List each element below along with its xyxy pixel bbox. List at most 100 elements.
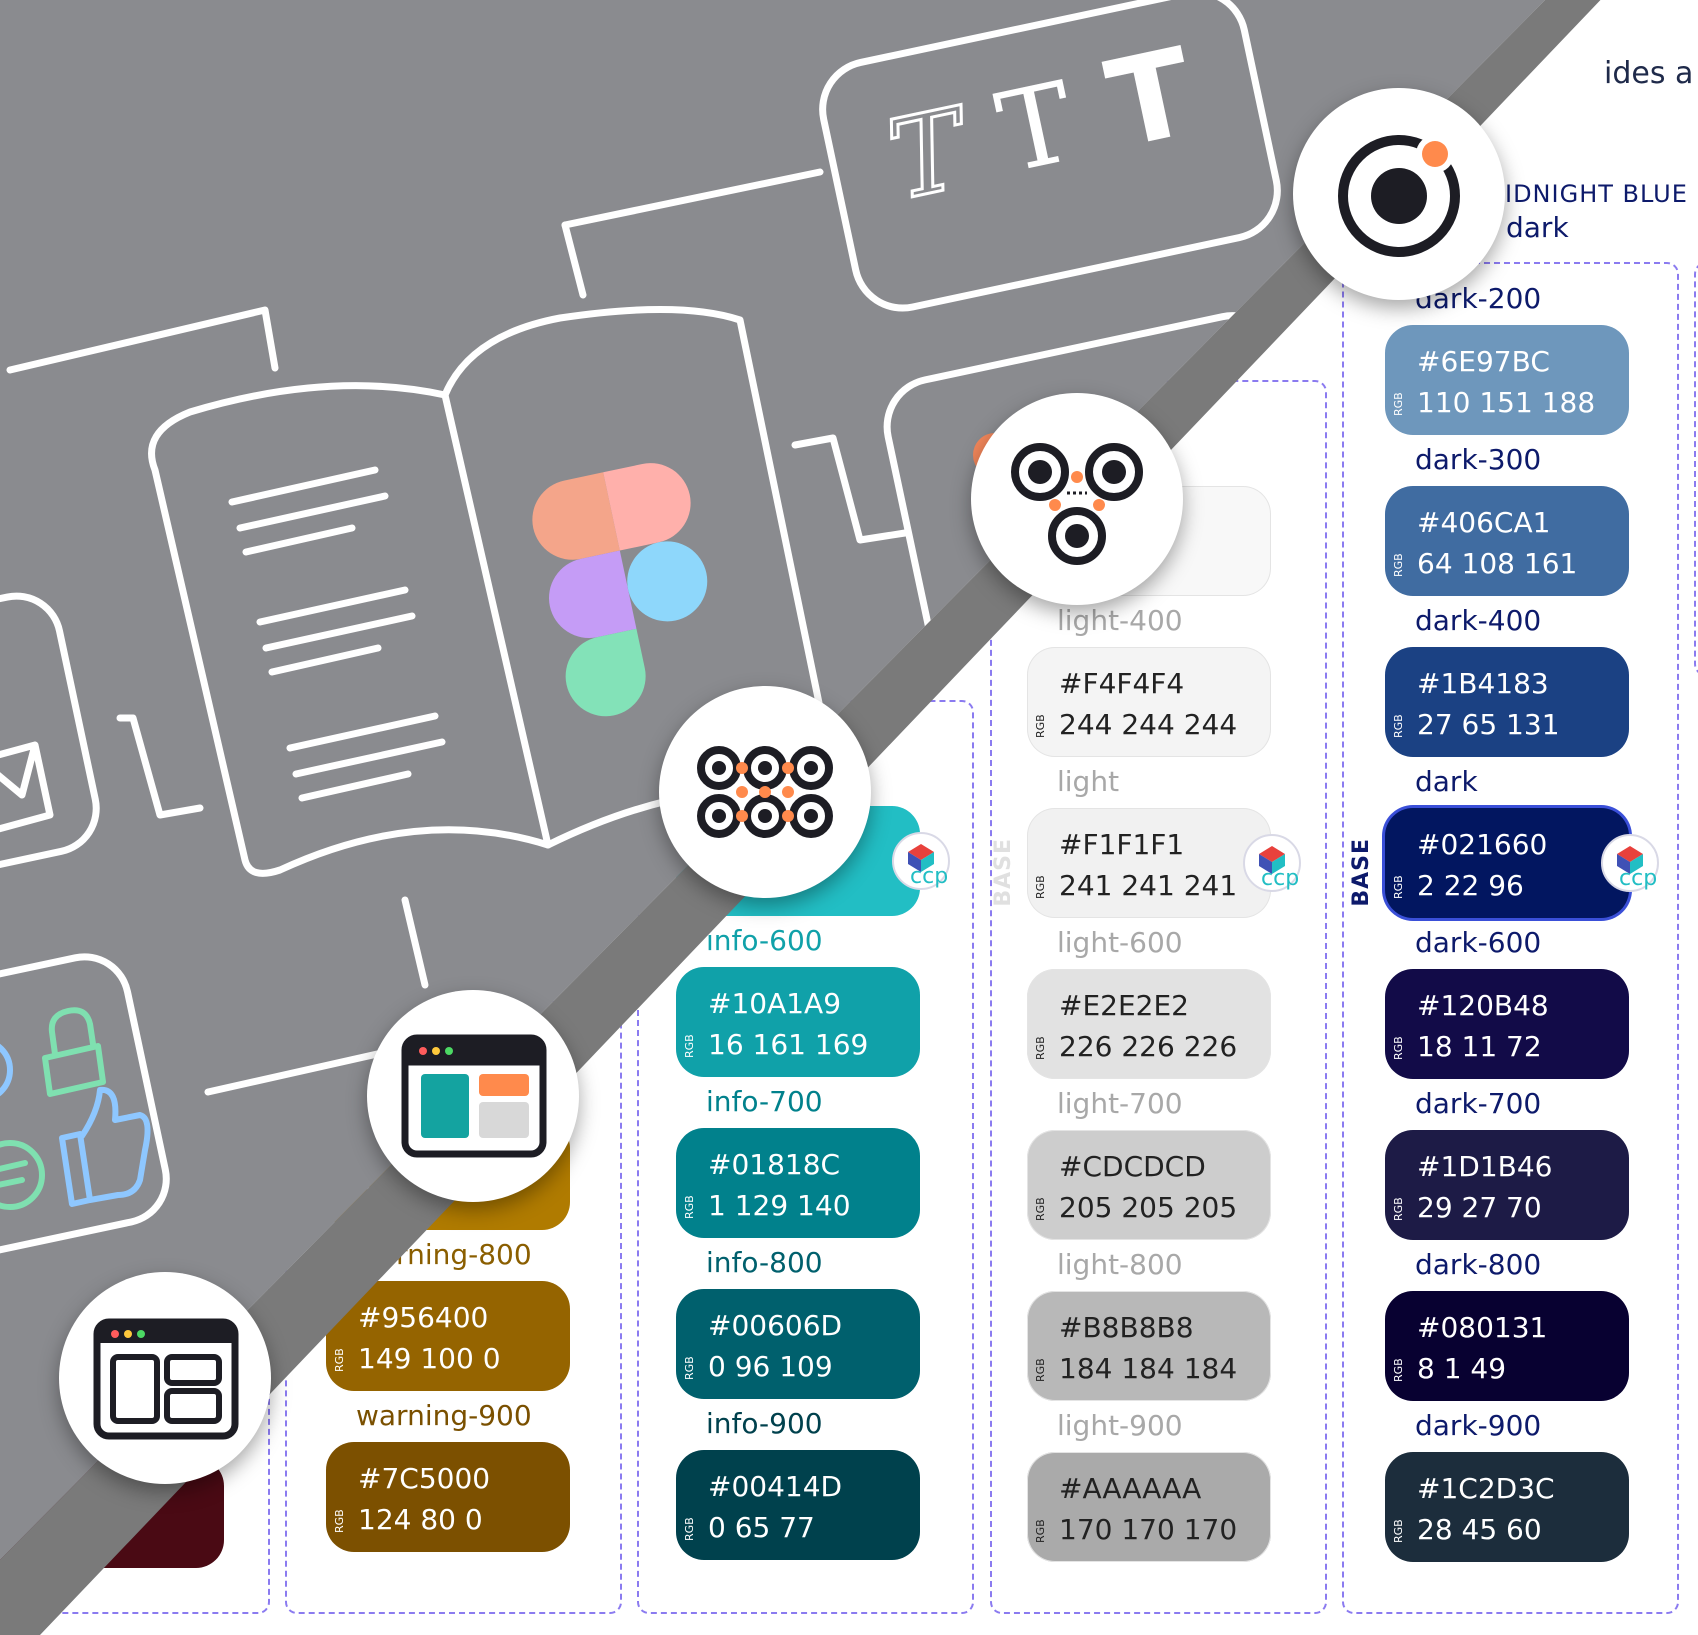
swatch-label-dark-700: dark-700 (1415, 1087, 1542, 1120)
swatch-hex: #6E97BC (1417, 345, 1550, 378)
swatch-hex: #1C2D3C (1417, 1472, 1555, 1505)
swatch-hex: #021660 (1417, 828, 1548, 861)
ccp-label: ccp (910, 864, 949, 889)
ccp-badge: ccp (1241, 832, 1303, 894)
swatch-rgb: 27 65 131 (1417, 708, 1560, 741)
swatch-hex: #080131 (1417, 1311, 1548, 1344)
swatch-hex: #F4F4F4 (1059, 667, 1185, 700)
swatch-label-dark-600: dark-600 (1415, 926, 1542, 959)
swatch-label-dark-900: dark-900 (1415, 1409, 1542, 1442)
swatch-label-light-700: light-700 (1057, 1087, 1183, 1120)
swatch-label-warning-900: warning-900 (356, 1399, 532, 1432)
swatch-rgb: 0 65 77 (708, 1511, 815, 1544)
swatch-hex: #00414D (708, 1470, 843, 1503)
swatch-hex: #00606D (708, 1309, 843, 1342)
swatch-label-info-900: info-900 (706, 1407, 823, 1440)
swatch-hex: #CDCDCD (1059, 1150, 1206, 1183)
group-title: IDNIGHT BLUE (1505, 180, 1688, 208)
connector-line (204, 1046, 399, 1096)
swatch-label-dark-300: dark-300 (1415, 443, 1542, 476)
swatch-rgb: 184 184 184 (1059, 1352, 1238, 1385)
swatch-label-dark: dark (1415, 765, 1478, 798)
swatch-rgb: 28 45 60 (1417, 1513, 1542, 1546)
lock-icon (42, 1007, 106, 1097)
swatch-rgb: 64 108 161 (1417, 547, 1578, 580)
swatch-label-dark-800: dark-800 (1415, 1248, 1542, 1281)
swatch-hex: #B8B8B8 (1059, 1311, 1194, 1344)
swatch-hex: #10A1A9 (708, 987, 842, 1020)
swatch-rgb: 29 27 70 (1417, 1191, 1542, 1224)
swatch-hex: #AAAAAA (1059, 1472, 1202, 1505)
partial-round-icon (0, 1037, 13, 1103)
swatch-hex: #956400 (358, 1301, 489, 1334)
swatch-hex: #01818C (708, 1148, 841, 1181)
column-frame-dark (1342, 262, 1679, 1614)
swatch-rgb: 16 161 169 (708, 1028, 869, 1061)
connector-line (116, 714, 204, 819)
swatch-rgb: 244 244 244 (1059, 708, 1238, 741)
swatch-rgb: 205 205 205 (1059, 1191, 1238, 1224)
swatch-label-dark-400: dark-400 (1415, 604, 1542, 637)
swatch-rgb: 18 11 72 (1417, 1030, 1542, 1063)
swatch-rgb: 226 226 226 (1059, 1030, 1238, 1063)
swatch-label-info-800: info-800 (706, 1246, 823, 1279)
swatch-label-light-800: light-800 (1057, 1248, 1183, 1281)
swatch-rgb: 0 96 109 (708, 1350, 833, 1383)
swatch-label-light: light (1057, 765, 1120, 798)
swatch-label-info-700: info-700 (706, 1085, 823, 1118)
swatch-hex: #E2E2E2 (1059, 989, 1189, 1022)
figma-logo-icon (532, 463, 708, 717)
thumbs-up-icon (59, 1086, 151, 1207)
swatch-rgb: 124 80 0 (358, 1503, 483, 1536)
swatch-rgb: 8 1 49 (1417, 1352, 1507, 1385)
group-subtitle: dark (1506, 211, 1569, 244)
connector-line (6, 306, 279, 374)
type-sample-card (819, 0, 1281, 312)
swatch-hex: #406CA1 (1417, 506, 1551, 539)
chat-icon (0, 1140, 45, 1210)
swatch-hex: #1D1B46 (1417, 1150, 1553, 1183)
layout-window-icon (59, 1272, 271, 1484)
swatch-label-light-600: light-600 (1057, 926, 1183, 959)
icons-card (0, 953, 170, 1277)
ionic-logo-icon (1293, 88, 1505, 300)
connector-line (791, 434, 909, 544)
swatch-hex: #7C5000 (358, 1462, 491, 1495)
swatch-rgb: 170 170 170 (1059, 1513, 1238, 1546)
swatch-hex: #F1F1F1 (1059, 828, 1185, 861)
swatch-rgb: 1 129 140 (708, 1189, 851, 1222)
mail-card (0, 592, 100, 888)
dashboard-window-icon (367, 990, 579, 1202)
swatch-hex: #120B48 (1417, 989, 1549, 1022)
swatch-label-info-600: info-600 (706, 924, 823, 957)
ccp-badge: ccp (890, 830, 952, 892)
connector-line (561, 221, 587, 299)
swatch-label-light-900: light-900 (1057, 1409, 1183, 1442)
ccp-label: ccp (1619, 866, 1658, 891)
swatch-rgb: 2 22 96 (1417, 869, 1524, 902)
ccp-badge: ccp (1599, 832, 1661, 894)
section-heading-partial: ides a (1604, 56, 1694, 91)
mail-icon (0, 741, 54, 834)
connector-line (561, 168, 824, 229)
